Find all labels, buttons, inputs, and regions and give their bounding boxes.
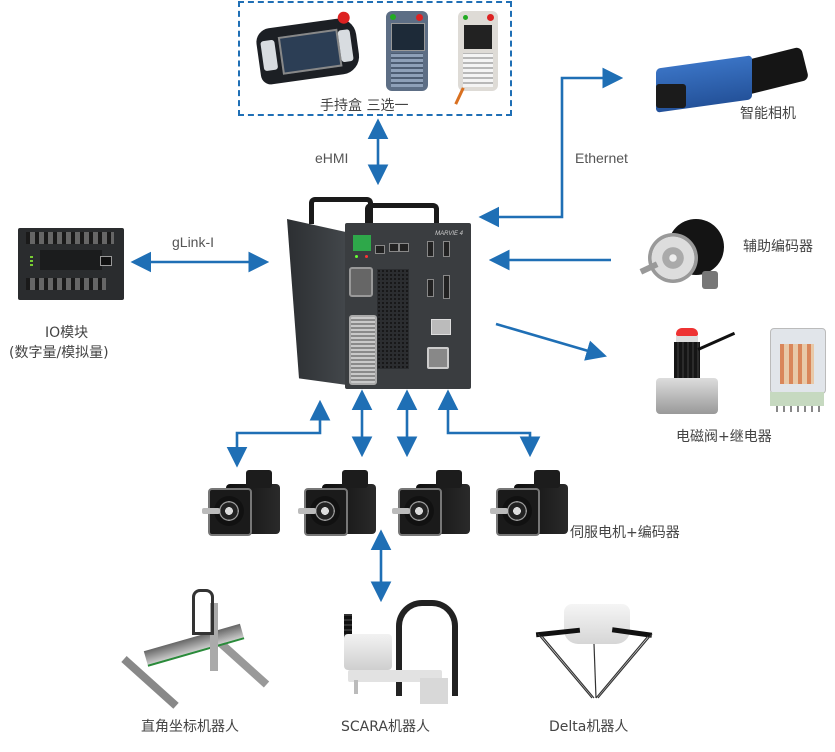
cartesian-robot-label: 直角坐标机器人	[141, 719, 239, 735]
smart-camera	[650, 46, 820, 113]
ethernet-arrow	[478, 67, 624, 228]
cartesian-robot	[120, 585, 280, 710]
motor-connector-box	[534, 470, 560, 488]
servo-motor-label: 伺服电机+编码器	[570, 525, 680, 541]
servo-motor-2	[298, 468, 384, 544]
motor4-arrow	[437, 389, 541, 458]
delta-robot-arms	[537, 633, 653, 699]
terminal-blocks	[353, 235, 371, 251]
motor-shaft	[392, 508, 410, 514]
power-connector	[349, 267, 373, 297]
db-connector-3	[427, 279, 434, 297]
db-connector-4	[443, 275, 450, 299]
ethernet-port-2	[389, 243, 399, 252]
teach-pendant-label: 手持盒 三选一	[320, 98, 409, 114]
controller-cabinet: MARVIE 4	[285, 193, 475, 393]
status-led-red	[365, 255, 368, 258]
controller-handle-front	[365, 203, 439, 230]
valve-relay-label: 电磁阀+继电器	[676, 429, 772, 445]
io-module	[18, 222, 124, 302]
teach-pendant-1	[254, 10, 362, 86]
aux-encoder-label: 辅助编码器	[743, 239, 813, 255]
servo-motor-4	[490, 468, 576, 544]
motor1-arrow	[226, 399, 331, 468]
controller-front-panel: MARVIE 4	[345, 223, 471, 389]
ethernet-label: Ethernet	[575, 150, 628, 166]
teach-pendant-2	[386, 11, 428, 91]
io-status-leds	[30, 254, 33, 266]
scara-robot	[340, 600, 458, 708]
ethernet-port-3	[399, 243, 409, 252]
power-switch	[431, 319, 451, 335]
servo-motor-3	[392, 468, 478, 544]
valve-relay-arrow	[495, 322, 607, 361]
ehmi-label: eHMI	[315, 150, 349, 166]
aux-connector	[427, 347, 449, 369]
io-module-label-line2: (数字量/模拟量)	[9, 345, 109, 361]
motor-shaft	[202, 508, 220, 514]
motor-connector-box	[436, 470, 462, 488]
scara-robot-label: SCARA机器人	[341, 719, 430, 735]
servo-motor-1	[202, 468, 288, 544]
teach-pendant-3	[454, 11, 498, 105]
motor-connector-box	[342, 470, 368, 488]
heavy-connector	[349, 315, 377, 385]
ethernet-port-1	[375, 245, 385, 254]
io-module-label-line1: IO模块	[45, 325, 89, 341]
status-led-green	[355, 255, 358, 258]
vent-grille	[377, 269, 409, 369]
controller-brand: MARVIE 4	[435, 231, 463, 237]
camera-label: 智能相机	[740, 106, 796, 122]
delta-robot-label: Delta机器人	[549, 719, 629, 735]
teach-pendant-group: 手持盒 三选一	[238, 1, 512, 116]
dip-switch	[100, 256, 112, 266]
db-connector-2	[443, 241, 450, 257]
db-connector-1	[427, 241, 434, 257]
controller-handle-back	[309, 197, 373, 224]
glink-label: gLink-I	[172, 234, 215, 250]
delta-robot	[530, 600, 660, 710]
motor-shaft	[490, 508, 508, 514]
solenoid-valve	[652, 328, 742, 418]
relay	[768, 328, 828, 412]
motor-shaft	[298, 508, 316, 514]
motor-connector-box	[246, 470, 272, 488]
camera-connectors	[656, 84, 686, 108]
aux-encoder	[639, 215, 735, 295]
